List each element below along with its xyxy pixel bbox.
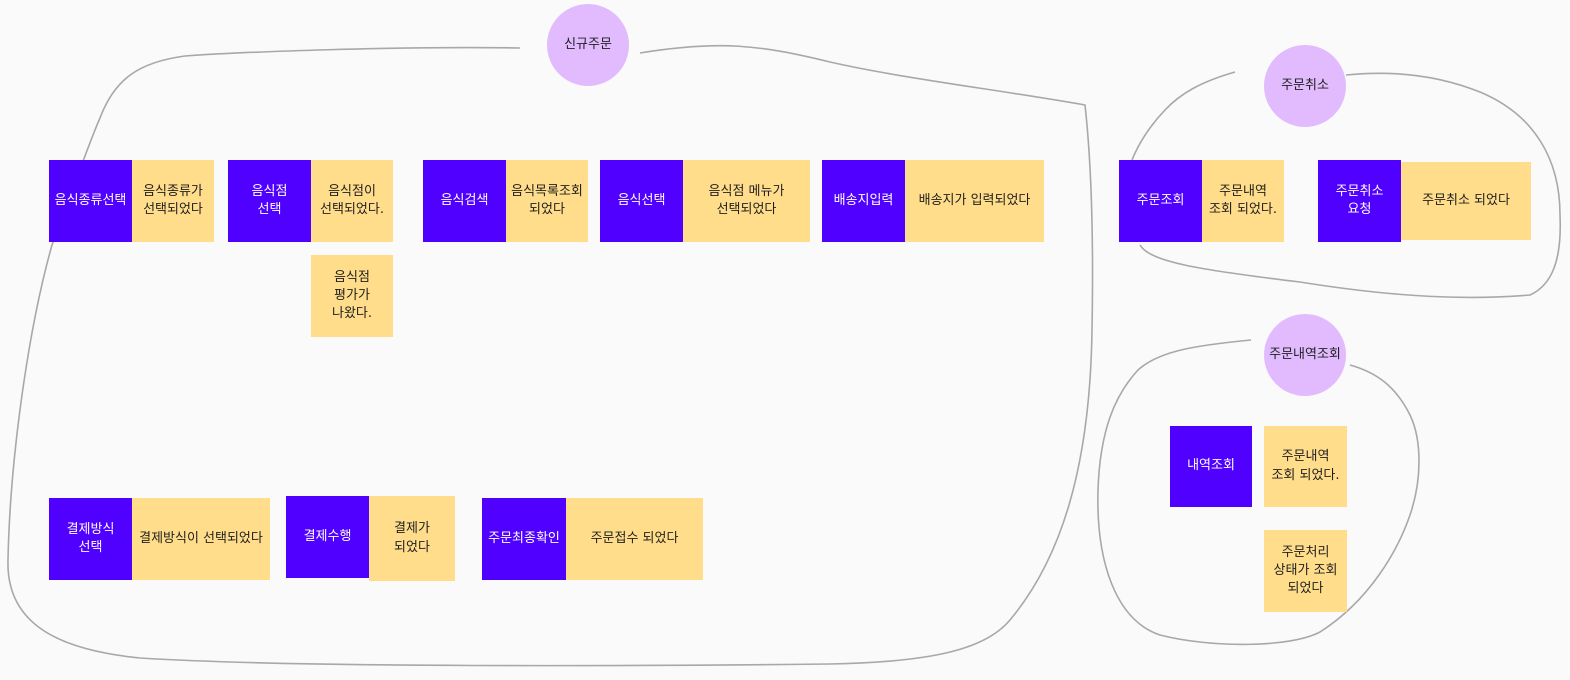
event-status-viewed[interactable]: 주문처리 상태가 조회 되었다 bbox=[1264, 530, 1347, 612]
event-payment-method-selected[interactable]: 결제방식이 선택되었다 bbox=[132, 498, 270, 580]
command-order-lookup[interactable]: 주문조회 bbox=[1119, 160, 1202, 242]
cancel-group-outline bbox=[1131, 71, 1562, 299]
command-restaurant-select[interactable]: 음식점 선택 bbox=[228, 160, 311, 242]
command-food-select[interactable]: 음식선택 bbox=[600, 160, 683, 242]
group-order-cancel[interactable]: 주문취소 bbox=[1264, 45, 1346, 127]
event-food-category-selected[interactable]: 음식종류가 선택되었다 bbox=[132, 160, 214, 242]
event-order-cancelled[interactable]: 주문취소 되었다 bbox=[1401, 162, 1531, 240]
event-restaurant-selected[interactable]: 음식점이 선택되었다. bbox=[311, 160, 393, 242]
command-food-search[interactable]: 음식검색 bbox=[423, 160, 506, 242]
event-menu-selected[interactable]: 음식점 메뉴가 선택되었다 bbox=[683, 160, 810, 242]
command-cancel-request[interactable]: 주문취소 요청 bbox=[1318, 160, 1401, 242]
command-order-final-confirm[interactable]: 주문최종확인 bbox=[482, 498, 566, 580]
event-payment-done[interactable]: 결제가 되었다 bbox=[369, 496, 455, 581]
event-order-received[interactable]: 주문접수 되었다 bbox=[566, 498, 703, 580]
new-order-group-outline bbox=[7, 44, 1094, 667]
group-order-history[interactable]: 주문내역조회 bbox=[1264, 314, 1346, 396]
event-order-history-viewed[interactable]: 주문내역 조회 되었다. bbox=[1202, 160, 1284, 242]
command-food-category-select[interactable]: 음식종류선택 bbox=[49, 160, 132, 242]
event-address-entered[interactable]: 배송지가 입력되었다 bbox=[905, 160, 1044, 242]
command-address-input[interactable]: 배송지입력 bbox=[822, 160, 905, 242]
group-new-order[interactable]: 신규주문 bbox=[547, 4, 629, 86]
event-history-viewed[interactable]: 주문내역 조회 되었다. bbox=[1264, 426, 1347, 507]
command-payment-execute[interactable]: 결제수행 bbox=[286, 496, 369, 578]
command-history-lookup[interactable]: 내역조회 bbox=[1170, 426, 1252, 507]
event-food-list-viewed[interactable]: 음식목록조회 되었다 bbox=[506, 160, 588, 242]
event-restaurant-rated[interactable]: 음식점 평가가 나왔다. bbox=[311, 255, 393, 337]
command-payment-method-select[interactable]: 결제방식 선택 bbox=[49, 498, 132, 580]
history-group-outline bbox=[1097, 339, 1420, 646]
